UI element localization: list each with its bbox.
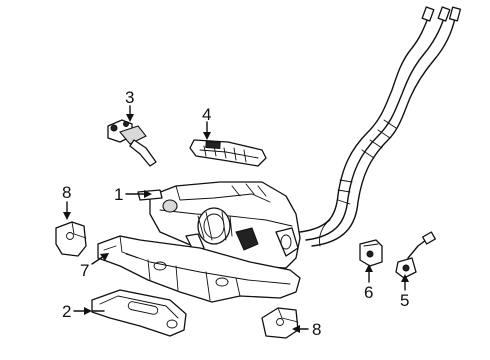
part-5-speed-sensor <box>395 231 436 279</box>
callout-1: 1 <box>114 185 123 204</box>
callout-2: 2 <box>62 302 71 321</box>
part-8-bracket-upper <box>55 221 87 257</box>
callout-4: 4 <box>202 105 211 124</box>
callout-8-upper: 8 <box>62 183 71 202</box>
part-2-lower-cover <box>91 289 187 337</box>
callout-3: 3 <box>125 88 134 107</box>
callout-6: 6 <box>364 283 373 302</box>
callout-5: 5 <box>400 291 409 310</box>
callout-7: 7 <box>80 261 89 280</box>
part-3-sensor <box>107 119 157 167</box>
part-8-bracket-lower <box>261 307 299 339</box>
part-7-bracket-tray <box>97 235 301 303</box>
callout-8-lower: 8 <box>312 320 321 339</box>
callout-labels: 1 2 3 4 5 6 7 8 8 <box>62 88 409 339</box>
part-6-clip <box>359 239 383 267</box>
part-4-harness-connector <box>189 139 267 167</box>
cable-assembly <box>299 6 462 247</box>
callout-leaders <box>63 105 409 333</box>
